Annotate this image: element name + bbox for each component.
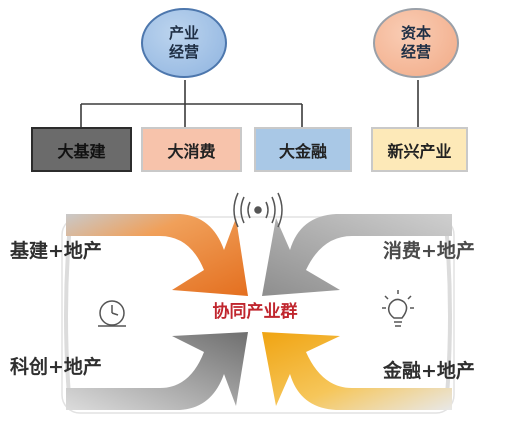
arrow-orange: [66, 214, 248, 296]
category-consume-label: 大消费: [167, 141, 216, 161]
arrow-dark-gray: [66, 332, 248, 410]
card-shadow-right: [444, 223, 452, 409]
card-shadow-left: [64, 223, 72, 409]
center-label: 协同产业群: [212, 302, 298, 322]
category-infra-box: 大基建: [31, 127, 132, 172]
cycle-label-tech: 科创+地产: [10, 356, 102, 378]
signal-icon: [233, 192, 283, 228]
industry-operations-label: 产业 经营: [168, 24, 199, 61]
category-finance-label: 大金融: [278, 141, 327, 161]
capital-operations-label: 资本 经营: [400, 24, 431, 61]
category-infra-label: 大基建: [57, 141, 106, 161]
industry-operations-node: 产业 经营: [141, 8, 227, 78]
cycle-label-consume: 消费+地产: [383, 240, 475, 262]
category-consume-box: 大消费: [141, 127, 242, 172]
clock-icon: [98, 300, 126, 327]
category-new-industry-label: 新兴产业: [387, 141, 452, 161]
tree-connectors: [80, 80, 419, 127]
cycle-label-finance: 金融+地产: [383, 360, 475, 382]
category-new-industry-box: 新兴产业: [371, 127, 468, 172]
arrow-gray: [262, 214, 452, 296]
category-finance-box: 大金融: [254, 127, 352, 172]
lightbulb-icon: [382, 290, 414, 327]
capital-operations-node: 资本 经营: [373, 8, 459, 78]
cycle-card: [61, 216, 455, 414]
arrow-yellow: [262, 332, 452, 410]
cycle-label-infra: 基建+地产: [10, 240, 102, 262]
